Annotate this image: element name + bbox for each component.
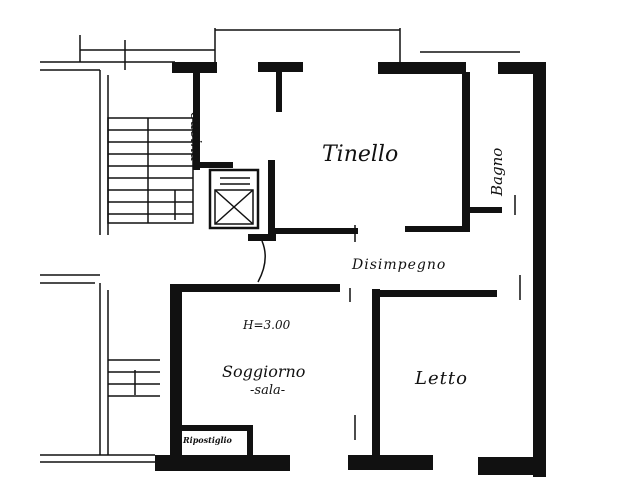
room-label-bagno: Bagno xyxy=(488,147,506,196)
room-label-tinello: Tinello xyxy=(322,142,399,167)
room-label-ripostiglio: Ripostiglio xyxy=(183,435,232,445)
room-label-disimpegno: Disimpegno xyxy=(352,257,447,273)
height-note: H=3.00 xyxy=(243,318,291,332)
thin-lines xyxy=(40,28,521,463)
room-label-sala: -sala- xyxy=(250,383,286,398)
room-label-soggiorno: Soggiorno xyxy=(222,362,306,381)
room-label-cucina: cucina xyxy=(187,112,205,162)
room-label-letto: Letto xyxy=(415,368,468,389)
walls xyxy=(155,62,546,477)
